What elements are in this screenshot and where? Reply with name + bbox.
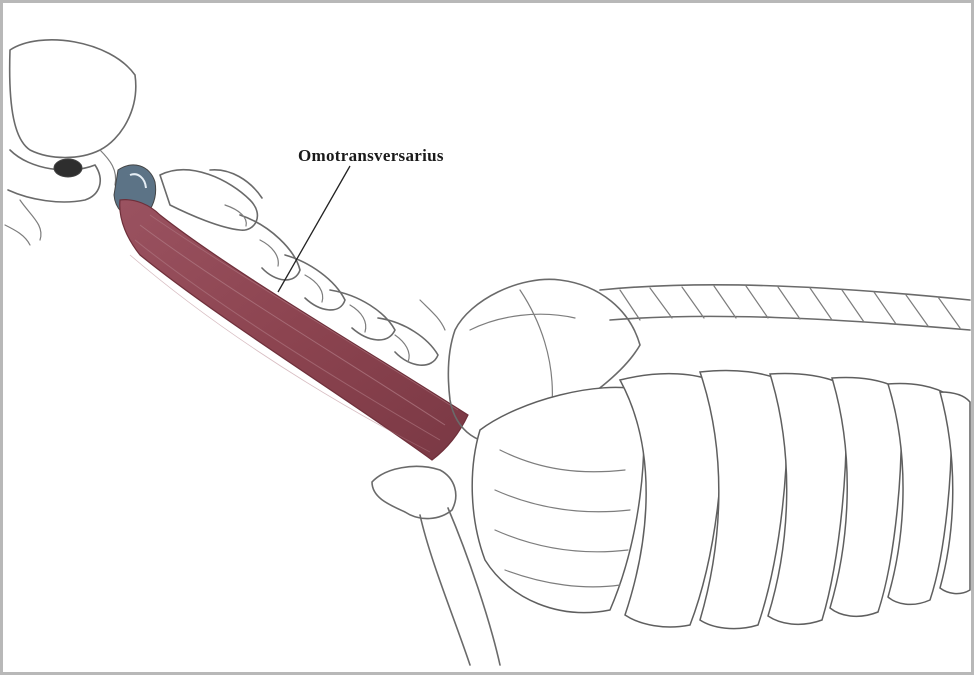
- skull: [5, 40, 136, 245]
- rib-cage: [472, 370, 970, 628]
- muscle-label: Omotransversarius: [298, 146, 444, 166]
- thoracic-spine: [600, 285, 970, 330]
- label-pointer-line: [278, 166, 350, 292]
- omotransversarius-muscle: [120, 200, 468, 460]
